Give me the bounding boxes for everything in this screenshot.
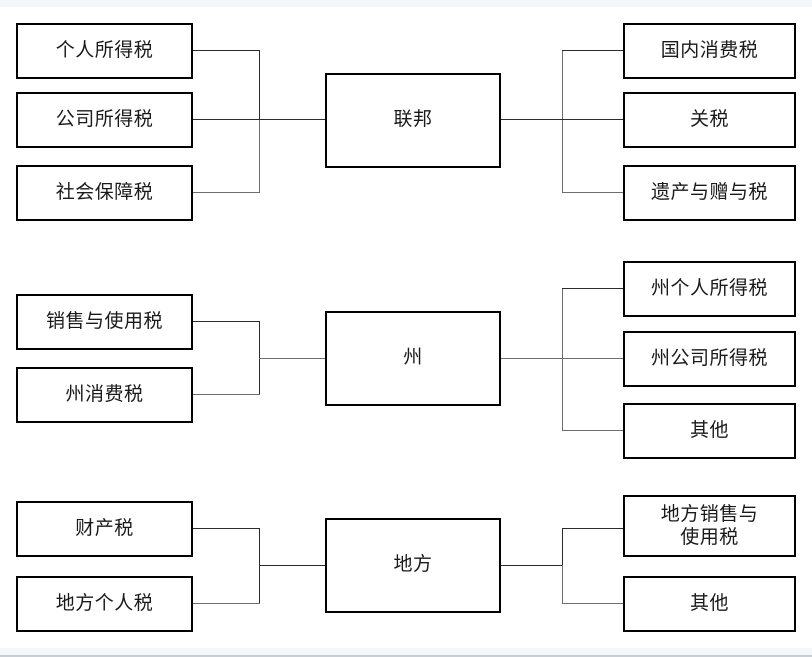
connector-state-left-trunk bbox=[259, 358, 326, 359]
connector-state-right-bus-upper bbox=[562, 288, 563, 358]
connector-local-right-bus-upper bbox=[562, 528, 563, 565]
node-label: 关税 bbox=[689, 108, 729, 130]
node-federal-right-2[interactable]: 关税 bbox=[623, 92, 796, 148]
node-label: 遗产与赠与税 bbox=[650, 181, 768, 203]
node-local-left-1[interactable]: 财产税 bbox=[16, 501, 193, 557]
connector-federal-left-trunk bbox=[259, 119, 326, 120]
connector-state-left-1 bbox=[193, 321, 260, 322]
connector-federal-right-bus-upper bbox=[562, 50, 563, 119]
connector-federal-left-2 bbox=[193, 119, 260, 120]
bottom-edge-strip bbox=[0, 648, 812, 657]
node-federal-left-3[interactable]: 社会保障税 bbox=[16, 165, 193, 221]
connector-state-right-trunk bbox=[501, 358, 563, 359]
node-label: 社会保障税 bbox=[55, 181, 154, 203]
connector-state-left-2 bbox=[193, 394, 260, 395]
node-federal-right-3[interactable]: 遗产与赠与税 bbox=[623, 165, 796, 221]
node-state-right-1[interactable]: 州个人所得税 bbox=[623, 261, 796, 317]
node-label: 个人所得税 bbox=[55, 39, 154, 61]
node-label: 地方 bbox=[393, 554, 433, 576]
connector-federal-right-trunk bbox=[501, 119, 563, 120]
node-label: 地方个人税 bbox=[55, 592, 154, 614]
node-federal-center[interactable]: 联邦 bbox=[325, 73, 501, 168]
connector-state-right-1 bbox=[562, 288, 624, 289]
connector-federal-right-bus-lower bbox=[562, 119, 563, 193]
connector-state-right-bus-lower bbox=[562, 358, 563, 430]
node-label: 州 bbox=[403, 347, 423, 369]
top-edge-strip bbox=[0, 0, 812, 7]
connector-federal-left-3 bbox=[193, 192, 260, 193]
connector-federal-left-1 bbox=[193, 50, 260, 51]
node-state-left-2[interactable]: 州消费税 bbox=[16, 367, 193, 423]
connector-local-right-bus-lower bbox=[562, 565, 563, 603]
node-label: 公司所得税 bbox=[55, 108, 154, 130]
connector-local-right-2 bbox=[562, 603, 624, 604]
node-state-right-2[interactable]: 州公司所得税 bbox=[623, 331, 796, 387]
connector-federal-right-3 bbox=[562, 192, 624, 193]
connector-federal-left-bus-lower bbox=[259, 119, 260, 193]
connector-federal-left-bus-upper bbox=[259, 50, 260, 119]
node-label: 财产税 bbox=[75, 517, 134, 539]
node-label: 其他 bbox=[689, 419, 729, 441]
node-label: 联邦 bbox=[393, 109, 433, 131]
node-local-center[interactable]: 地方 bbox=[325, 518, 501, 613]
node-local-right-2[interactable]: 其他 bbox=[623, 576, 796, 632]
node-state-right-3[interactable]: 其他 bbox=[623, 403, 796, 459]
node-local-left-2[interactable]: 地方个人税 bbox=[16, 576, 193, 632]
node-label: 州公司所得税 bbox=[650, 347, 768, 369]
node-state-left-1[interactable]: 销售与使用税 bbox=[16, 294, 193, 350]
bottom-edge-line bbox=[0, 655, 812, 657]
node-state-center[interactable]: 州 bbox=[325, 311, 501, 406]
connector-state-right-3 bbox=[562, 430, 624, 431]
connector-local-left-1 bbox=[193, 528, 260, 529]
connector-state-left-bus bbox=[259, 321, 260, 394]
connector-federal-right-1 bbox=[562, 50, 624, 51]
connector-state-right-2 bbox=[562, 358, 624, 359]
node-label: 国内消费税 bbox=[660, 39, 759, 61]
node-federal-left-1[interactable]: 个人所得税 bbox=[16, 23, 193, 79]
node-label: 州个人所得税 bbox=[650, 277, 768, 299]
node-label: 地方销售与 使用税 bbox=[660, 503, 759, 548]
connector-federal-right-2 bbox=[562, 119, 624, 120]
node-label: 其他 bbox=[689, 592, 729, 614]
node-federal-left-2[interactable]: 公司所得税 bbox=[16, 92, 193, 148]
node-federal-right-1[interactable]: 国内消费税 bbox=[623, 23, 796, 79]
connector-local-right-trunk bbox=[501, 565, 563, 566]
connector-local-right-1 bbox=[562, 528, 624, 529]
node-label: 州消费税 bbox=[65, 383, 144, 405]
node-local-right-1[interactable]: 地方销售与 使用税 bbox=[623, 495, 796, 557]
node-label: 销售与使用税 bbox=[45, 310, 163, 332]
connector-local-left-2 bbox=[193, 603, 260, 604]
connector-local-left-trunk bbox=[259, 565, 326, 566]
